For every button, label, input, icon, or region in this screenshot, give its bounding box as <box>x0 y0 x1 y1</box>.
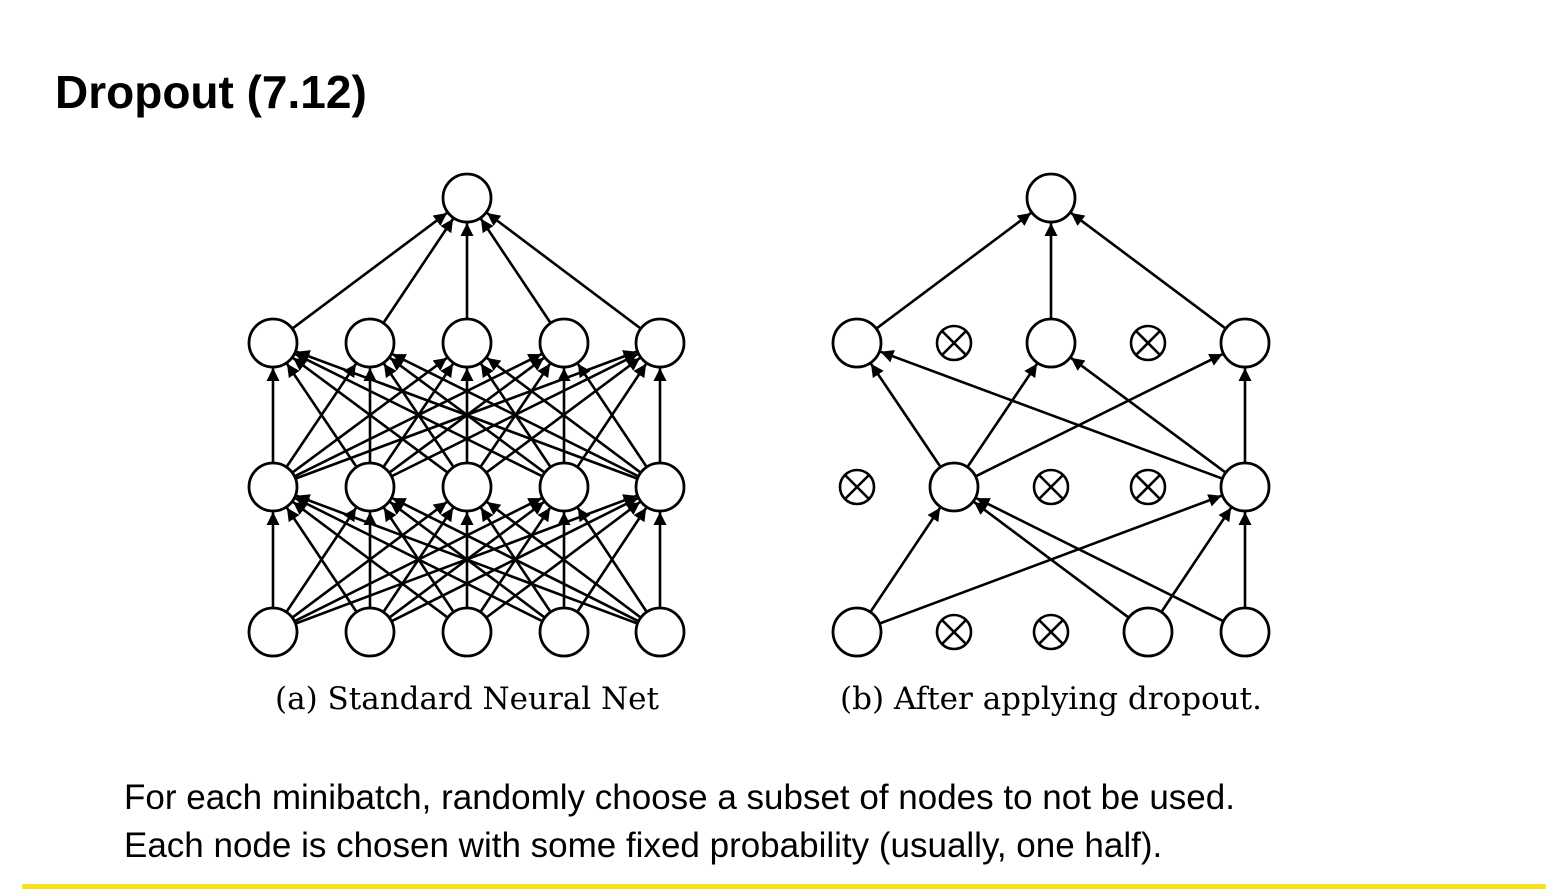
connection-arrow <box>973 500 1129 619</box>
input-node <box>634 606 686 658</box>
slide-title: Dropout (7.12) <box>55 66 367 118</box>
connection-arrow <box>486 500 641 619</box>
panel-standard-neural-net <box>247 172 686 658</box>
hidden-node <box>1219 317 1271 369</box>
dropped-node-icon <box>935 324 973 362</box>
hidden-node <box>1025 317 1077 369</box>
dropped-node-icon <box>1032 468 1070 506</box>
connection-arrow <box>869 363 942 467</box>
connection-arrow <box>879 350 1223 480</box>
connection-arrow <box>876 211 1032 330</box>
dropped-node-icon <box>935 613 973 651</box>
body-line-probability: Each node is chosen with some fixed prob… <box>124 826 1163 865</box>
input-node <box>441 606 493 658</box>
input-node <box>1219 606 1271 658</box>
connection-arrow <box>285 363 358 467</box>
hidden-node <box>344 461 396 513</box>
connection-arrow <box>285 507 358 612</box>
connection-arrow <box>382 218 455 323</box>
connection-arrow <box>869 507 942 612</box>
hidden-node <box>538 317 590 369</box>
connection-arrow <box>486 356 641 474</box>
hidden-node <box>538 461 590 513</box>
dropped-node-icon <box>1129 468 1167 506</box>
connection-arrow <box>391 352 639 478</box>
connection-arrow <box>975 496 1224 623</box>
connection-arrow <box>292 500 448 619</box>
dropped-node-icon <box>1032 613 1070 651</box>
connection-arrow <box>1160 507 1233 612</box>
caption-standard-neural-net: (a) Standard Neural Net <box>275 681 659 717</box>
panel-after-dropout <box>831 172 1271 658</box>
nodes <box>831 172 1271 658</box>
connection-arrow <box>295 494 638 625</box>
input-node <box>1122 606 1174 658</box>
connection-arrow <box>294 352 543 478</box>
body-text: For each minibatch, randomly choose a su… <box>124 774 1235 870</box>
connection-arrow <box>1070 211 1226 330</box>
nodes <box>247 172 686 658</box>
connection-arrow <box>391 497 639 622</box>
bottom-accent-rule <box>22 884 1546 889</box>
input-node <box>831 606 883 658</box>
body-line-minibatch: For each minibatch, randomly choose a su… <box>124 778 1235 817</box>
dropped-node-icon <box>838 468 876 506</box>
connection-arrow <box>292 211 448 330</box>
connection-arrow <box>479 218 552 323</box>
hidden-node <box>634 461 686 513</box>
dropped-node-icon <box>1129 324 1167 362</box>
input-node <box>344 606 396 658</box>
caption-after-dropout: (b) After applying dropout. <box>840 681 1262 717</box>
edges <box>266 211 667 625</box>
hidden-node <box>441 317 493 369</box>
hidden-node <box>1219 461 1271 513</box>
hidden-node <box>441 461 493 513</box>
connection-arrow <box>295 350 638 480</box>
input-node <box>538 606 590 658</box>
connection-arrow <box>292 356 448 474</box>
connection-arrow <box>1070 356 1226 474</box>
connection-arrow <box>576 507 648 612</box>
input-node <box>247 606 299 658</box>
hidden-node <box>247 317 299 369</box>
connection-arrow <box>966 363 1039 467</box>
hidden-node <box>634 317 686 369</box>
hidden-node <box>247 461 299 513</box>
connection-arrow <box>975 352 1224 478</box>
hidden-node <box>928 461 980 513</box>
edges <box>869 211 1252 625</box>
connection-arrow <box>576 363 648 467</box>
connection-arrow <box>294 496 543 623</box>
output-node <box>1025 172 1077 224</box>
hidden-node <box>344 317 396 369</box>
connection-arrow <box>486 211 641 330</box>
output-node <box>441 172 493 224</box>
hidden-node <box>831 317 883 369</box>
